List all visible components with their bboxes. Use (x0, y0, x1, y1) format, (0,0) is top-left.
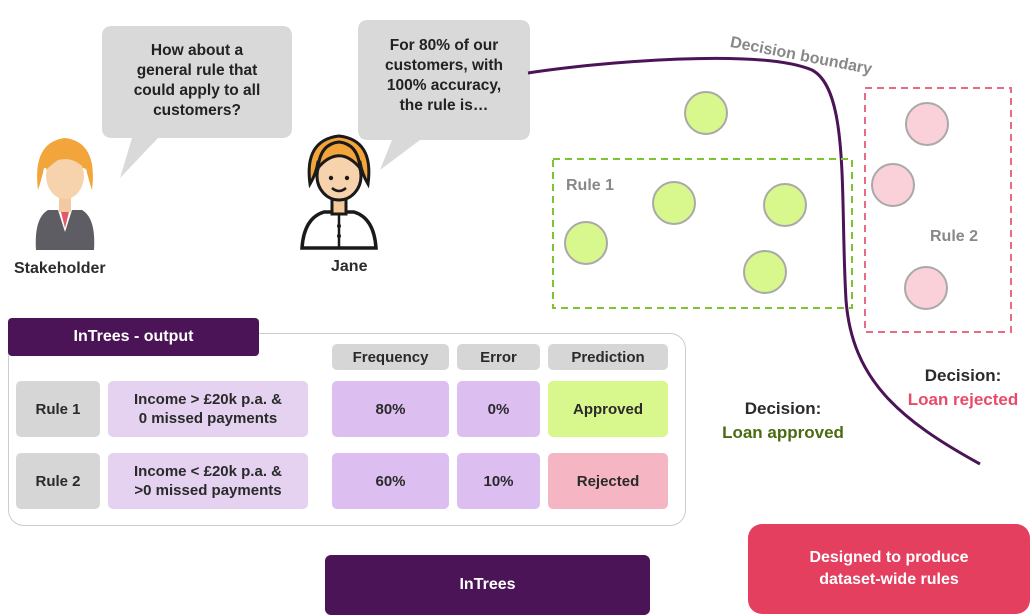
rejected-point (904, 266, 948, 310)
stakeholder-avatar-icon (35, 138, 95, 250)
rule1-region (552, 158, 853, 309)
stakeholder-bubble-line: could apply to all (133, 82, 261, 99)
rule1-condition-cell: Income > £20k p.a. & 0 missed payments (108, 381, 308, 437)
rule2-name-cell: Rule 2 (16, 453, 100, 509)
stakeholder-bubble-line: general rule that (136, 62, 258, 79)
rule1-condition-line: 0 missed payments (138, 410, 278, 427)
rule2-error-cell: 10% (457, 453, 540, 509)
jane-bubble-line: 100% accuracy, (386, 77, 502, 94)
rule1-name-cell: Rule 1 (16, 381, 100, 437)
intrees-box-text: InTrees (459, 576, 516, 593)
stakeholder-bubble-text: How about a general rule that could appl… (102, 41, 292, 121)
jane-bubble-text: For 80% of our customers, with 100% accu… (358, 36, 530, 116)
rule2-prediction-cell: Rejected (548, 453, 668, 509)
rule1-prediction-cell: Approved (548, 381, 668, 437)
stakeholder-bubble-line: How about a (150, 42, 244, 59)
rejected-decision-label: Decision: Loan rejected (894, 364, 1032, 412)
rejected-point (905, 102, 949, 146)
output-table-title: InTrees - output (8, 318, 259, 356)
approved-decision-line: Loan approved (722, 423, 844, 442)
jane-bubble (358, 20, 530, 170)
stakeholder-bubble-line: customers? (153, 102, 241, 119)
stakeholder-bubble (102, 26, 292, 178)
rule2-condition-cell: Income < £20k p.a. & >0 missed payments (108, 453, 308, 509)
jane-bubble-line: For 80% of our (389, 37, 499, 54)
approved-point (684, 91, 728, 135)
approved-point (763, 183, 807, 227)
prediction-header: Prediction (548, 344, 668, 370)
jane-label: Jane (331, 258, 368, 275)
rule2-region (864, 87, 1012, 333)
rule1-region-label: Rule 1 (566, 177, 615, 194)
rule1-frequency-cell: 80% (332, 381, 449, 437)
designed-box: Designed to produce dataset-wide rules (748, 524, 1030, 614)
rejected-point (871, 163, 915, 207)
designed-box-line: dataset-wide rules (819, 571, 959, 588)
rule2-condition-line: >0 missed payments (134, 482, 282, 499)
rule1-condition-line: Income > £20k p.a. & (134, 391, 282, 408)
rejected-decision-line: Loan rejected (907, 390, 1019, 409)
rule1-error-cell: 0% (457, 381, 540, 437)
designed-box-line: Designed to produce (809, 549, 969, 566)
error-header: Error (457, 344, 540, 370)
approved-point (652, 181, 696, 225)
stakeholder-label: Stakeholder (14, 260, 106, 277)
output-table-title-text: InTrees - output (73, 328, 194, 345)
frequency-header: Frequency (332, 344, 449, 370)
approved-point (564, 221, 608, 265)
jane-bubble-line: customers, with (385, 57, 503, 74)
decision-boundary-curve (527, 56, 981, 466)
approved-point (743, 250, 787, 294)
jane-bubble-line: the rule is… (399, 97, 489, 114)
jane-avatar-icon (300, 134, 378, 250)
approved-decision-line: Decision: (744, 399, 822, 418)
rejected-decision-line: Decision: (924, 366, 1002, 385)
rule2-frequency-cell: 60% (332, 453, 449, 509)
rule2-condition-line: Income < £20k p.a. & (134, 463, 282, 480)
intrees-box: InTrees (325, 555, 650, 615)
rule2-region-label: Rule 2 (930, 228, 979, 245)
approved-decision-label: Decision: Loan approved (700, 397, 866, 445)
